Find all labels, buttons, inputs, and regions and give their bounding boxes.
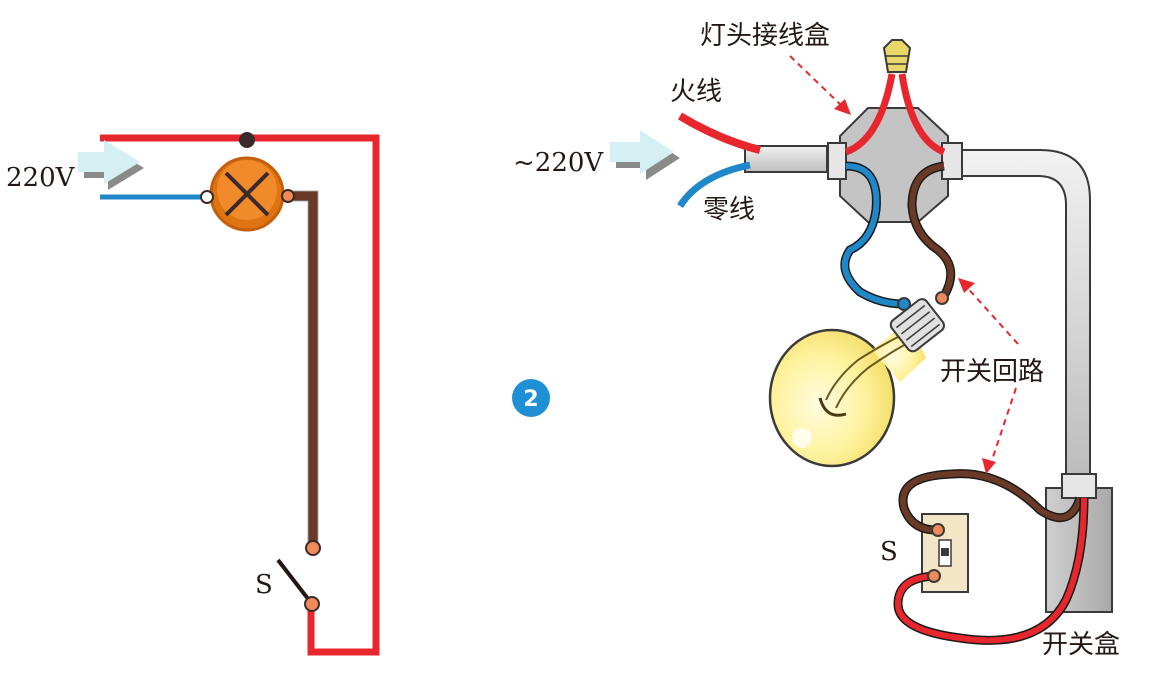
lamp-terminal-left: [200, 190, 214, 204]
lamp-terminal-right: [281, 189, 295, 203]
live-wire-label: 火线: [670, 77, 722, 107]
input-arrow-left: [78, 140, 144, 190]
switch-loop-label: 开关回路: [940, 357, 1044, 387]
voltage-label-left: 220V: [6, 163, 76, 193]
junction-dot: [239, 132, 255, 148]
switch-live-to-nut: [898, 73, 946, 156]
neutral-wire-in: [677, 161, 751, 208]
figure-number-badge: 2: [512, 379, 550, 417]
switch-label-right: S: [880, 537, 898, 567]
outgoing-conduit: [961, 149, 1091, 479]
input-arrow-right: [610, 130, 680, 180]
left-schematic: S 220V: [6, 132, 380, 656]
live-wire-loop: [100, 134, 380, 656]
voltage-label-right: ~220V: [513, 148, 604, 178]
neutral-wire-label: 零线: [703, 195, 755, 225]
pointer-arrows: [789, 55, 1019, 467]
svg-text:2: 2: [523, 387, 538, 412]
live-wire-in: [677, 112, 761, 154]
live-wire-to-nut: [844, 73, 896, 156]
right-pictorial: ~220V 火线 零线 灯头接线盒 开关回路 S 开关盒: [513, 21, 1120, 660]
switch-symbol: [276, 540, 321, 612]
switch-label-left: S: [255, 570, 273, 600]
light-bulb: [768, 291, 949, 468]
junction-box-label: 灯头接线盒: [700, 21, 830, 51]
wire-nut: [882, 39, 912, 73]
switch-box-label: 开关盒: [1042, 630, 1120, 660]
lamp-symbol: [209, 156, 285, 232]
